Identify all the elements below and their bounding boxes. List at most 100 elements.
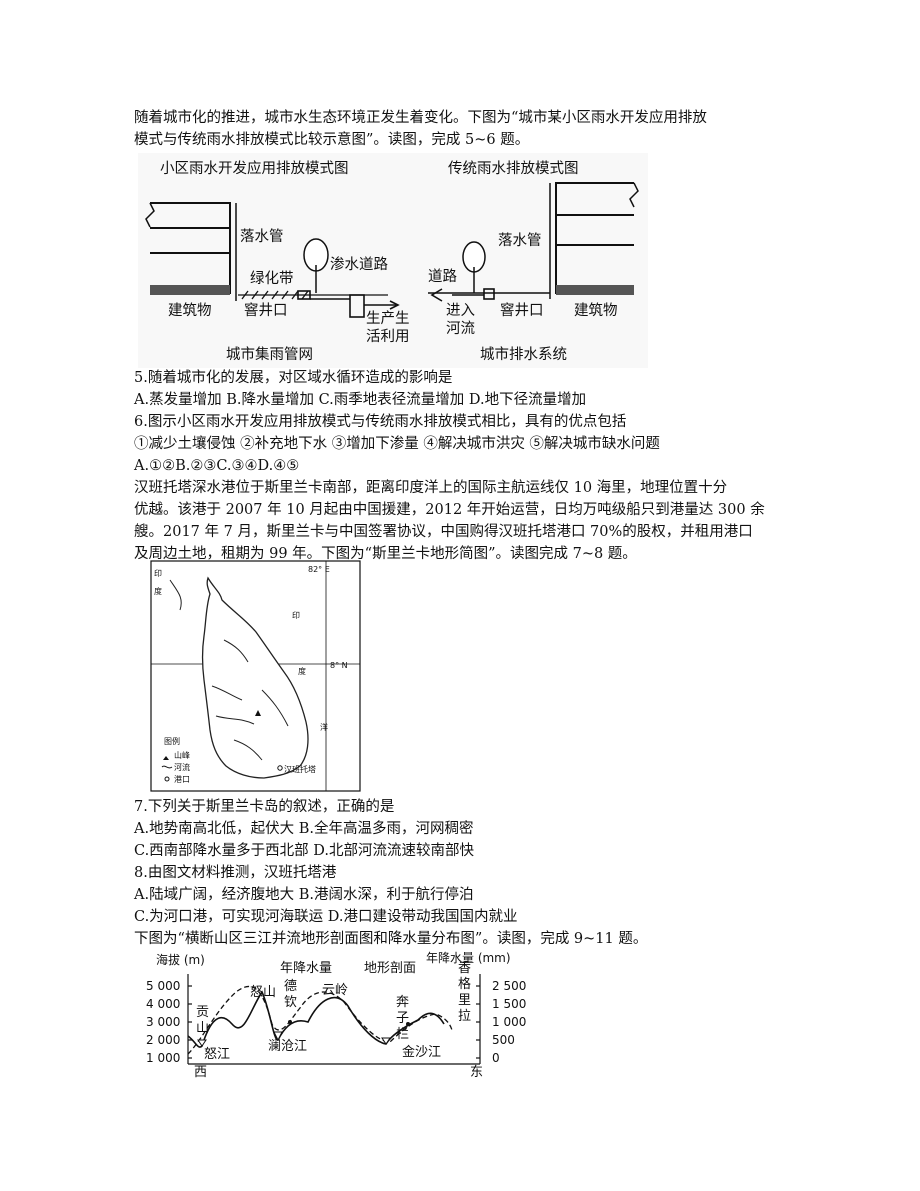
permeable-road-label: 渗水道路 xyxy=(330,256,388,273)
shangri-3: 里 xyxy=(458,993,471,1008)
deqin-2: 钦 xyxy=(284,995,297,1010)
green-belt-label: 绿化带 xyxy=(250,270,294,287)
west-label: 西 xyxy=(194,1065,207,1080)
port-icon xyxy=(277,765,283,771)
yin-left: 印 xyxy=(154,569,162,578)
nujiang-label: 怒江 xyxy=(204,1047,230,1062)
downpipe-right: 落水管 xyxy=(498,232,542,249)
q7-opt1: A.地势南高北低，起伏大 B.全年高温多雨，河网稠密 xyxy=(134,821,474,837)
right-pipes xyxy=(428,288,550,302)
du-left: 度 xyxy=(154,586,162,596)
collect-net: 城市集雨管网 xyxy=(226,346,313,363)
yin-right: 印 xyxy=(292,611,300,620)
yang-label: 洋 xyxy=(320,722,328,732)
right-tick-2: 1 000 xyxy=(492,1015,526,1029)
port-name: 汉班托塔 xyxy=(284,764,316,774)
legend-peak-icon xyxy=(163,756,169,760)
benzilan-point xyxy=(406,1022,410,1026)
q7-stem: 7.下列关于斯里兰卡岛的叙述，正确的是 xyxy=(134,799,395,815)
lancang-river-icon xyxy=(273,1031,283,1042)
lancang-label: 澜沧江 xyxy=(268,1038,307,1054)
left-title: 小区雨水开发应用排放模式图 xyxy=(160,159,349,177)
benzilan-2: 子 xyxy=(396,1011,409,1026)
terrain-line xyxy=(187,990,445,1048)
right-tick-0: 2 500 xyxy=(492,979,526,993)
sri-lanka-map: 82° E 8° N 印 度 印 度 洋 图例 山峰 河流 港口 汉班托塔 xyxy=(150,560,361,792)
legend-river-icon xyxy=(161,765,173,769)
q7-opt2: C.西南部降水量多于西北部 D.北部河流流速较南部快 xyxy=(134,843,475,859)
shangri-1: 香 xyxy=(458,961,471,976)
deqin-1: 德 xyxy=(284,979,297,994)
intro2-line1: 汉班托塔深水港位于斯里兰卡南部，距离印度洋上的国际主航运线仅 10 海里，地理位… xyxy=(134,480,728,496)
river-2: 河流 xyxy=(446,320,475,337)
left-tick-1: 4 000 xyxy=(146,997,180,1011)
right-title: 传统雨水排放模式图 xyxy=(448,160,579,177)
intro1-line2: 模式与传统雨水排放模式比较示意图”。读图，完成 5~6 题。 xyxy=(134,132,530,148)
right-tick-3: 500 xyxy=(492,1033,515,1047)
benzilan-3: 栏 xyxy=(396,1027,409,1042)
intro3-line1: 下图为“横断山区三江并流地形剖面图和降水量分布图”。读图，完成 9~11 题。 xyxy=(134,931,648,947)
legend-title: 图例 xyxy=(164,736,180,746)
y-left-title: 海拔 (m) xyxy=(156,952,205,967)
legend-river: 河流 xyxy=(174,762,190,772)
yunling-label: 云岭 xyxy=(322,983,348,998)
q5-stem: 5.随着城市化的发展，对区域水循环造成的影响是 xyxy=(134,370,453,386)
legend-port-icon xyxy=(164,776,170,782)
q8-stem: 8.由图文材料推测，汉班托塔港 xyxy=(134,865,337,881)
intro2-line4: 及周边土地，租期为 99 年。下图为“斯里兰卡地形简图”。读图完成 7~8 题。 xyxy=(134,546,637,562)
manhole-right: 窨井口 xyxy=(500,301,544,319)
mainland-coast xyxy=(169,579,182,611)
axes xyxy=(187,974,481,1065)
q8-opt1: A.陆域广阔，经济腹地大 B.港阔水深，利于航行停泊 xyxy=(134,887,474,903)
left-tick-0: 5 000 xyxy=(146,979,180,993)
lat-label: 8° N xyxy=(330,661,348,670)
left-tick-4: 1 000 xyxy=(146,1051,180,1065)
rivers xyxy=(211,639,289,761)
left-tick-2: 3 000 xyxy=(146,1015,180,1029)
precip-line xyxy=(187,985,453,1055)
reuse-2: 活利用 xyxy=(366,328,410,345)
q6-options: A.①②B.②③C.③④D.④⑤ xyxy=(134,458,300,474)
left-tick-3: 2 000 xyxy=(146,1033,180,1047)
shangri-4: 拉 xyxy=(458,1009,471,1024)
intro1-line1: 随着城市化的推进，城市水生态环境正发生着变化。下图为“城市某小区雨水开发应用排放 xyxy=(134,110,707,126)
legend-port: 港口 xyxy=(174,774,190,784)
du-right: 度 xyxy=(298,666,306,676)
downpipe-left: 落水管 xyxy=(240,228,284,245)
terrain-label: 地形剖面 xyxy=(364,961,416,976)
jinsha-river-icon xyxy=(381,1037,391,1045)
reuse-1: 生产生 xyxy=(366,310,410,327)
river-1: 进入 xyxy=(446,302,475,319)
road-label: 道路 xyxy=(428,268,457,285)
shangri-2: 格 xyxy=(458,976,471,992)
right-tick-4: 0 xyxy=(492,1051,500,1065)
intro2-line2: 优越。该港于 2007 年 10 月起由中国援建，2012 年开始运营，日均万吨… xyxy=(134,502,765,518)
east-label: 东 xyxy=(470,1065,483,1080)
q8-opt2: C.为河口港，可实现河海联运 D.港口建设带动我国国内就业 xyxy=(134,909,518,925)
benzilan-1: 奔 xyxy=(396,995,409,1010)
right-tree-icon xyxy=(462,241,486,293)
terrain-profile: 海拔 (m) 年降水量 (mm) 5 000 4 000 3 000 2 000… xyxy=(146,951,526,1080)
deqin-point xyxy=(288,1020,292,1024)
tree-icon xyxy=(303,238,329,293)
legend-peak: 山峰 xyxy=(174,750,190,760)
manhole-left: 窨井口 xyxy=(244,301,288,319)
nushan-label: 怒山 xyxy=(250,985,276,1000)
drain-sys: 城市排水系统 xyxy=(480,346,567,363)
y-right-title: 年降水量 (mm) xyxy=(426,951,511,965)
jinsha-label: 金沙江 xyxy=(402,1044,441,1060)
rainwater-diagram: 小区雨水开发应用排放模式图 传统雨水排放模式图 落水管 绿化带 渗水道路 建筑物… xyxy=(138,153,648,368)
lon-label: 82° E xyxy=(308,565,330,574)
building-right: 建筑物 xyxy=(574,302,618,319)
gongshan-2: 山 xyxy=(196,1021,209,1036)
peak-icon xyxy=(255,710,261,716)
q5-options: A.蒸发量增加 B.降水量增加 C.雨季地表径流量增加 D.地下径流量增加 xyxy=(134,392,587,408)
intro2-line3: 艘。2017 年 7 月，斯里兰卡与中国签署协议，中国购得汉班托塔港口 70%的… xyxy=(134,524,753,540)
left-pipes xyxy=(297,290,400,318)
island-outline xyxy=(201,576,309,779)
left-ground-band xyxy=(150,285,230,295)
right-ground-band xyxy=(556,285,634,295)
q6-items: ①减少土壤侵蚀 ②补充地下水 ③增加下渗量 ④解决城市洪灾 ⑤解决城市缺水问题 xyxy=(134,436,660,452)
right-tick-1: 1 500 xyxy=(492,997,526,1011)
nujiang-river-icon xyxy=(197,1039,207,1047)
